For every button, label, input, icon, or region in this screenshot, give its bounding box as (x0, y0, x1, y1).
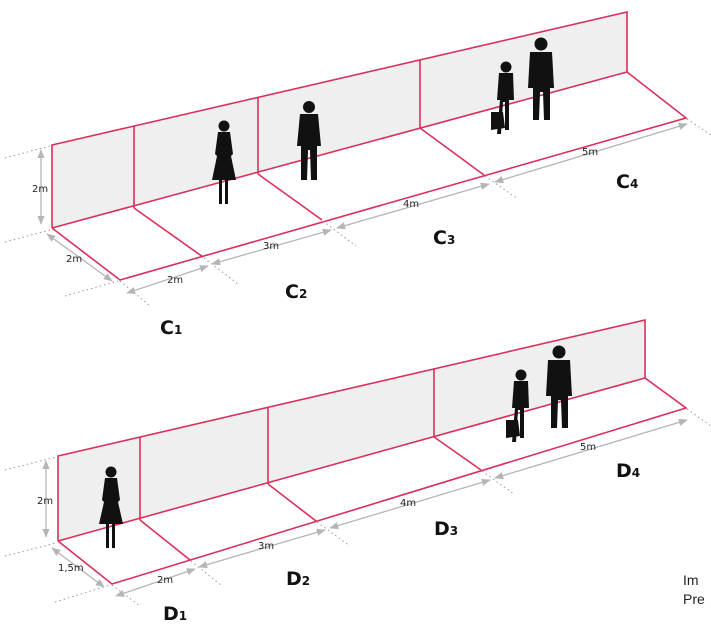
woman-silhouette (99, 466, 123, 548)
top-height-label: 2m (32, 184, 48, 195)
top-floor-divider (133, 207, 204, 258)
top-depth-label: 2m (66, 254, 82, 265)
man-silhouette (297, 101, 321, 180)
bottom-depth-label: 1,5m (58, 563, 84, 574)
woman-silhouette (491, 61, 514, 134)
top-seg-arrow-2 (211, 228, 332, 266)
bottom-seg-label-1: 2m (157, 575, 173, 586)
top-seg-label-2: 3m (263, 241, 279, 252)
top-dotted-guide (4, 145, 51, 159)
bottom-dotted-guide (4, 542, 57, 557)
top-seg-label-3: 4m (403, 199, 419, 210)
bottom-seg-label-4: 5m (580, 442, 596, 453)
zone-label-c4: C4 (616, 171, 638, 193)
top-depth-arrow (46, 233, 113, 282)
top-dotted-guide (119, 280, 151, 307)
zone-label-d4: D4 (616, 460, 640, 482)
cropped-side-text-line1: Im (683, 572, 699, 588)
bottom-depth-arrow (51, 547, 105, 588)
bottom-dotted-guide (686, 408, 711, 427)
zone-label-c3: C3 (433, 227, 455, 249)
man-silhouette (528, 37, 554, 120)
bottom-seg-arrow-1 (115, 568, 196, 597)
bottom-dotted-guide (54, 584, 111, 603)
bottom-seg-arrow-4 (494, 418, 688, 480)
bottom-seg-arrow-3 (329, 478, 491, 530)
top-seg-arrow-1 (126, 265, 209, 294)
bottom-wall (58, 320, 645, 541)
bottom-dotted-guide (481, 470, 515, 495)
top-floor-divider (257, 173, 323, 221)
woman-silhouette (212, 120, 236, 204)
bottom-floor-divider (267, 483, 317, 522)
zone-label-d1: D1 (163, 603, 187, 624)
top-wall (52, 12, 627, 228)
bottom-wall-edge (57, 318, 646, 541)
bottom-seg-label-3: 4m (400, 498, 416, 509)
bottom-floor-divider (433, 436, 482, 471)
zone-label-d2: D2 (286, 568, 310, 590)
cropped-side-text-line2: Pre (683, 591, 705, 607)
top-wall-edge (51, 10, 628, 228)
bottom-seg-label-2: 3m (258, 541, 274, 552)
top-dotted-guide (322, 220, 357, 247)
top-dotted-guide (64, 280, 119, 297)
bottom-dotted-guide (4, 456, 57, 471)
zone-label-c2: C2 (285, 281, 307, 303)
bottom-diagram: 2m 1,5m 2m 3m 4m 5m D1 D2 D3 D4 (4, 318, 711, 624)
top-dotted-guide (686, 118, 711, 136)
top-floor-divider (419, 127, 485, 176)
woman-silhouette (506, 369, 529, 442)
bottom-height-label: 2m (37, 496, 53, 507)
top-diagram: 2m 2m 2m 3m 4m 5m C1 C2 C3 C4 (4, 10, 711, 339)
zone-label-c1: C1 (160, 317, 182, 339)
zone-label-d3: D3 (434, 518, 458, 540)
top-seg-label-1: 2m (167, 275, 183, 286)
bottom-seg-arrow-2 (198, 528, 326, 569)
bottom-floor-divider (139, 519, 191, 561)
bottom-dotted-guide (316, 521, 351, 547)
man-silhouette (546, 345, 572, 428)
top-seg-arrow-3 (336, 182, 490, 230)
top-seg-arrow-4 (494, 122, 688, 184)
top-seg-label-4: 5m (582, 147, 598, 158)
top-dotted-guide (4, 229, 51, 243)
